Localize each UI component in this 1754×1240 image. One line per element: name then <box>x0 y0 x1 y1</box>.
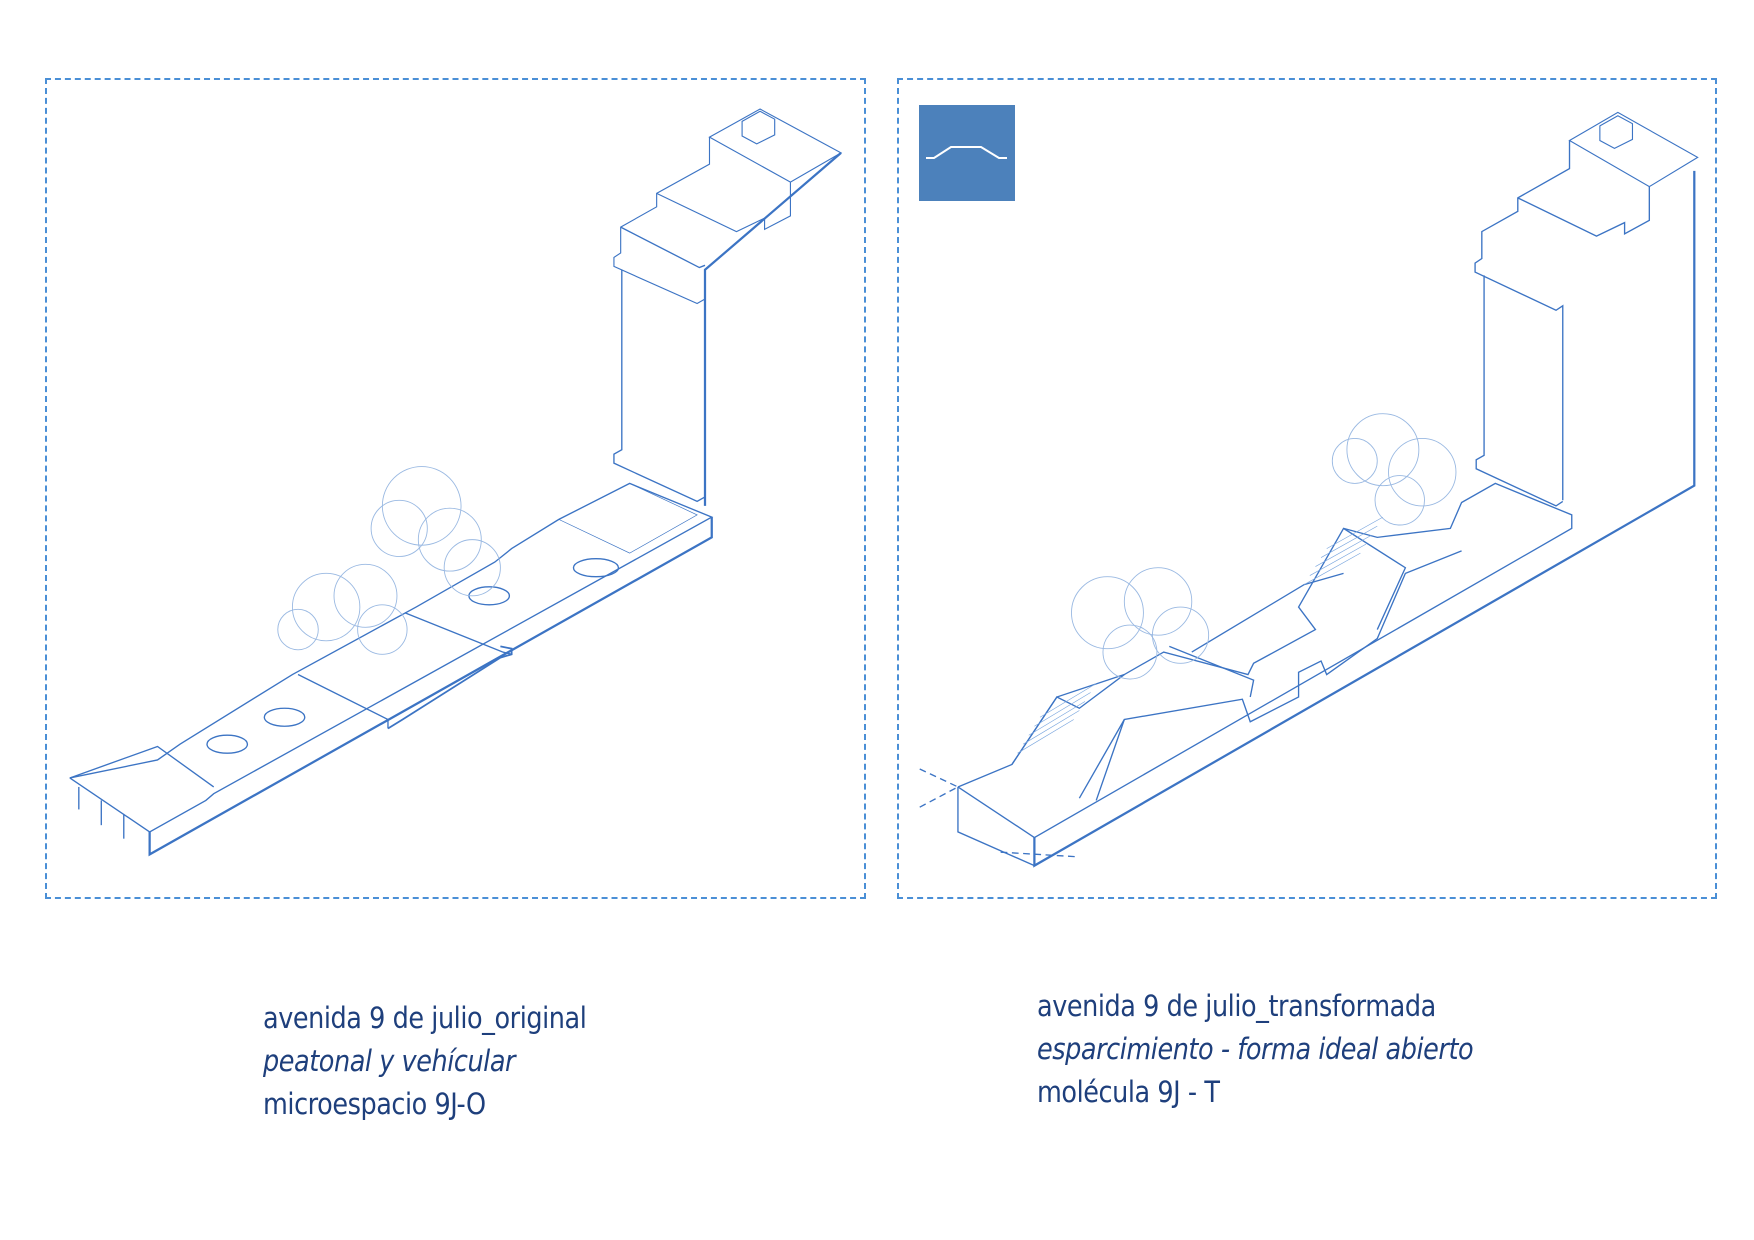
right-caption: avenida 9 de julio_transformada esparcim… <box>1037 985 1474 1114</box>
right-title: avenida 9 de julio_transformada <box>1037 989 1436 1023</box>
raised-platform-profile-icon <box>919 105 1015 201</box>
right-diagram-frame <box>897 78 1717 899</box>
right-subtitle: esparcimiento - forma ideal abierto <box>1037 1032 1474 1066</box>
left-subtitle: peatonal y vehícular <box>263 1044 516 1078</box>
left-title: avenida 9 de julio_original <box>263 1001 587 1035</box>
left-trees <box>277 466 501 655</box>
left-caption: avenida 9 de julio_original peatonal y v… <box>263 997 587 1126</box>
left-diagram-frame <box>45 78 866 899</box>
left-isometric-street <box>69 108 843 857</box>
left-code: microespacio 9J-O <box>263 1087 486 1121</box>
right-isometric-street <box>919 111 1699 868</box>
right-trees <box>1071 413 1457 680</box>
right-code: molécula 9J - T <box>1037 1075 1220 1109</box>
right-stairs <box>1017 516 1384 754</box>
